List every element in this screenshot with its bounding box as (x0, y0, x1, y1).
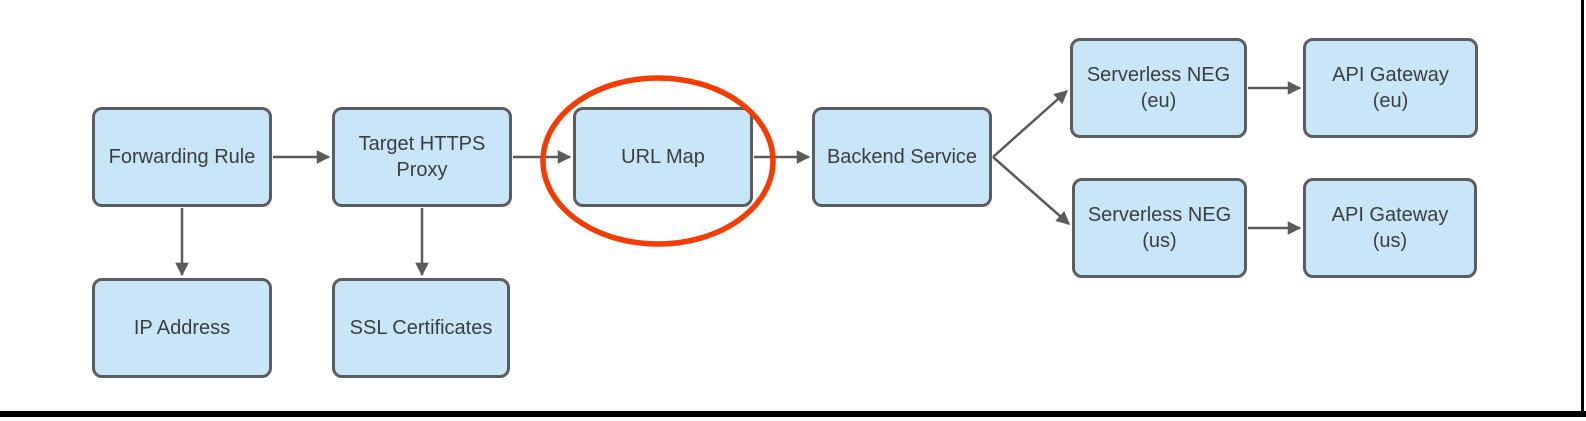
node-label: IP Address (133, 317, 231, 339)
node-backend-service: Backend Service (812, 107, 992, 207)
node-label: API Gateway (us) (1331, 204, 1449, 252)
node-url-map: URL Map (573, 107, 753, 207)
bottom-border-bar (0, 411, 1586, 417)
node-serverless-neg-us: Serverless NEG (us) (1072, 178, 1247, 278)
right-border-line (1581, 0, 1584, 417)
node-ssl-certificates: SSL Certificates (332, 278, 510, 378)
node-label: Serverless NEG (eu) (1086, 64, 1231, 112)
node-label: Backend Service (826, 146, 978, 168)
node-label: Target HTTPS Proxy (358, 133, 486, 181)
node-label: Serverless NEG (us) (1087, 204, 1232, 252)
node-target-https-proxy: Target HTTPS Proxy (332, 107, 512, 207)
node-label: URL Map (621, 146, 705, 168)
node-forwarding-rule: Forwarding Rule (92, 107, 272, 207)
node-serverless-neg-eu: Serverless NEG (eu) (1070, 38, 1247, 138)
node-label: API Gateway (eu) (1332, 64, 1449, 112)
node-api-gateway-us: API Gateway (us) (1303, 178, 1477, 278)
node-api-gateway-eu: API Gateway (eu) (1303, 38, 1478, 138)
edge-backend-service-to-serverless-neg-eu (992, 90, 1068, 158)
edge-backend-service-to-serverless-neg-us (992, 156, 1070, 225)
node-label: Forwarding Rule (108, 146, 256, 168)
node-ip-address: IP Address (92, 278, 272, 378)
node-label: SSL Certificates (349, 317, 493, 339)
